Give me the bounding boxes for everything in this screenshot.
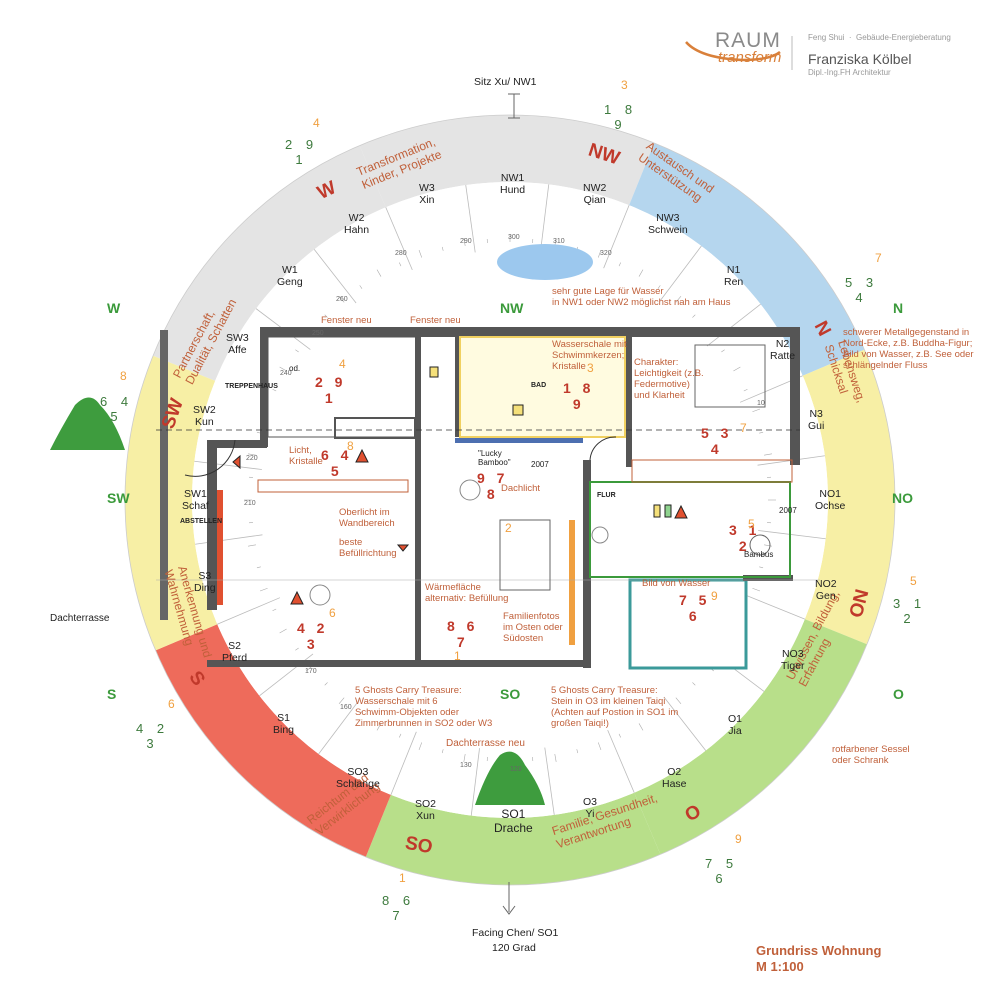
sitz-axis-marker — [508, 94, 520, 118]
bath-area — [460, 337, 625, 437]
logo-swoosh-icon — [686, 42, 780, 60]
wall-south — [207, 660, 587, 667]
wall-sw-step — [207, 440, 267, 448]
wall-n-room — [626, 337, 632, 467]
yellow-marker-3 — [654, 505, 660, 517]
room-bild-wasser — [630, 580, 746, 668]
wall-west-lower — [207, 440, 217, 610]
wall-north — [262, 327, 800, 337]
window-blue — [455, 438, 583, 443]
yellow-marker-1 — [430, 367, 438, 377]
facing-axis-marker — [503, 882, 515, 914]
wall-west-upper — [260, 327, 268, 447]
green-marker — [665, 505, 671, 517]
orange-strip — [569, 520, 575, 645]
wall-east-upper — [790, 327, 800, 465]
mountain-west-icon — [50, 398, 125, 451]
terrace-edge — [160, 330, 168, 620]
inner-disk — [192, 182, 828, 818]
water-pond — [497, 244, 593, 280]
yellow-marker-2 — [513, 405, 523, 415]
red-strip — [217, 490, 223, 605]
